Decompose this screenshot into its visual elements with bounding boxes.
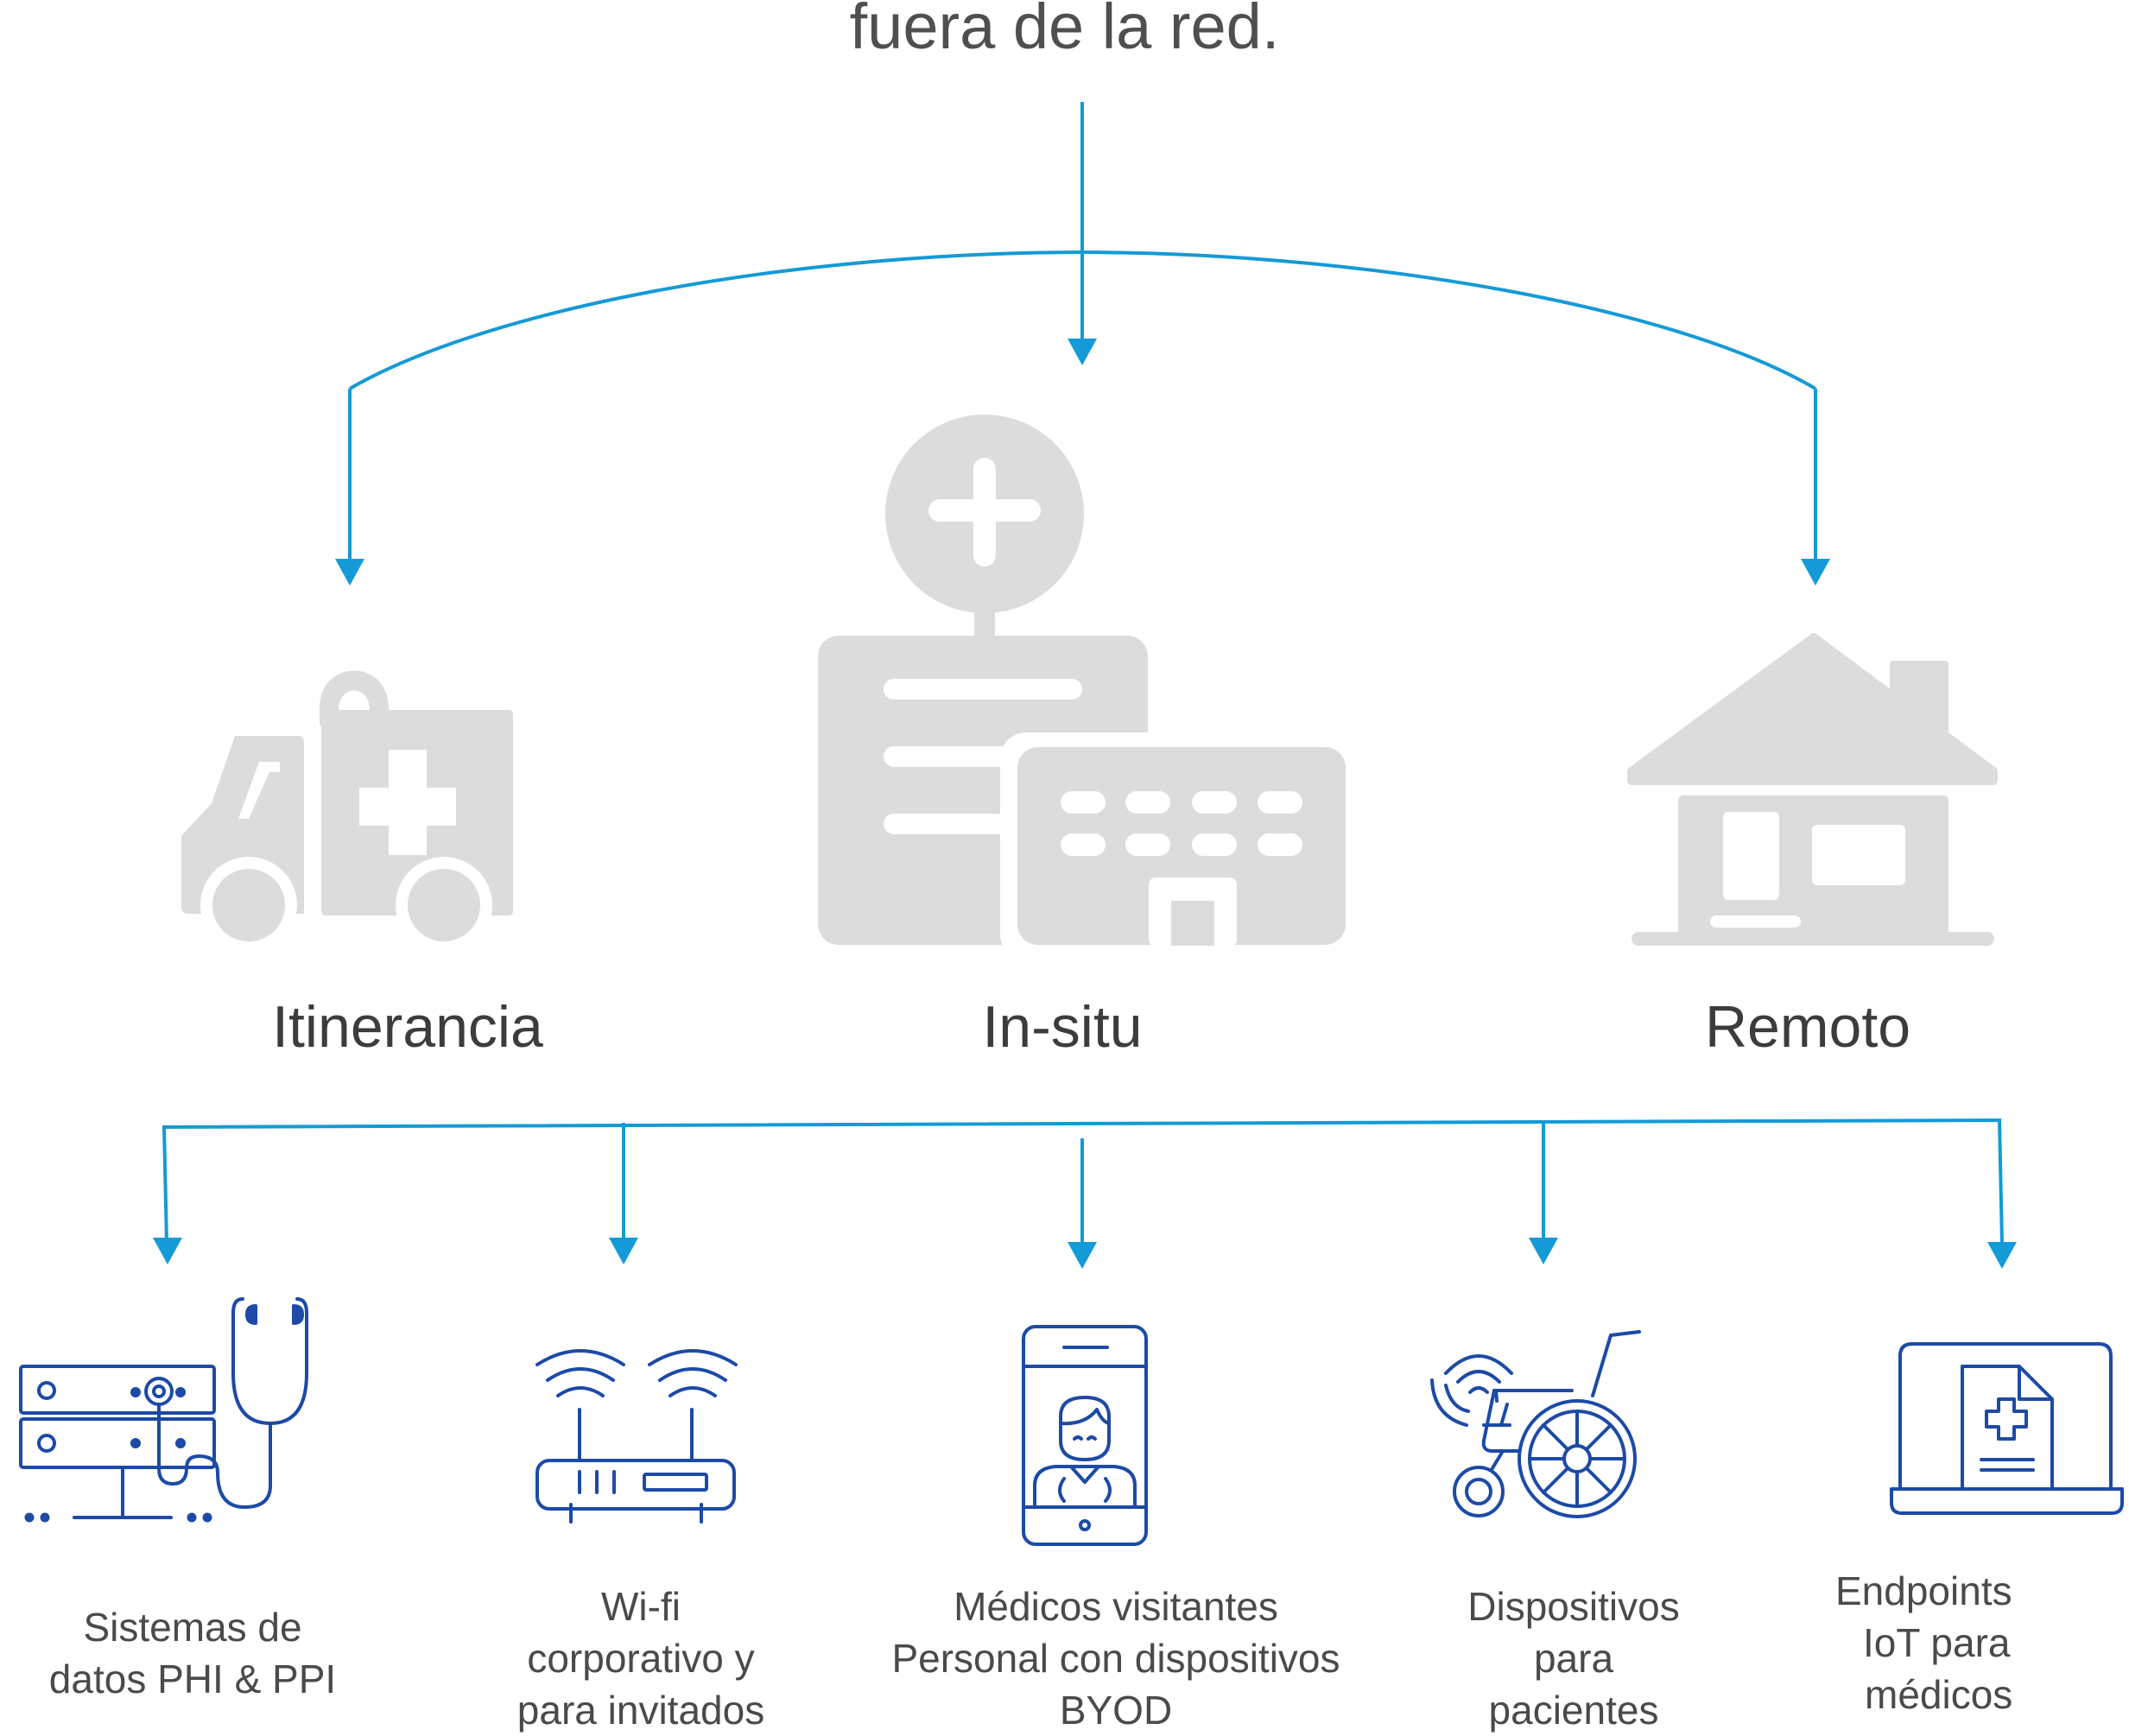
hospital-building-icon <box>818 415 1365 960</box>
category-label-line: BYOD <box>1059 1688 1173 1733</box>
category-label-line: médicos <box>1865 1672 2013 1717</box>
arrowhead-remoto <box>1801 559 1830 586</box>
category-label-wifi: Wi-fi corporativo y para invitados <box>416 1581 865 1736</box>
category-label-line: Médicos visitantes <box>954 1584 1278 1629</box>
category-bus <box>162 1118 2004 1245</box>
wheelchair-signal-icon <box>1430 1330 1641 1518</box>
top-arrowheads <box>335 339 1830 586</box>
location-label-insitu: In-situ <box>982 994 1143 1060</box>
category-label-line: Sistemas de <box>83 1605 302 1650</box>
category-label-sistemas: Sistemas de datos PHI & PPI <box>0 1601 417 1705</box>
category-label-dispositivos: Dispositivos para pacientes <box>1349 1581 1798 1736</box>
arrowhead-wifi <box>609 1238 638 1264</box>
smartphone-doctor-icon <box>1022 1325 1148 1546</box>
diagram-headline: fuera de la red. <box>849 0 1280 62</box>
arrowhead-itinerancia <box>335 559 364 586</box>
top-connectors <box>348 102 1817 561</box>
arrowhead-insitu <box>1068 339 1097 365</box>
house-icon <box>1627 633 1998 946</box>
location-arc <box>348 250 1817 390</box>
laptop-medical-record-icon <box>1890 1342 2124 1515</box>
category-label-line: Dispositivos <box>1467 1584 1680 1629</box>
category-label-medicos: Médicos visitantes Personal con disposit… <box>891 1581 1340 1736</box>
category-label-line: Wi-fi <box>601 1584 681 1629</box>
category-label-line: pacientes <box>1488 1688 1659 1733</box>
arrowhead-phone <box>1068 1242 1097 1269</box>
location-label-remoto: Remoto <box>1704 994 1911 1060</box>
wifi-router-icon <box>535 1349 738 1524</box>
ambulance-icon <box>181 670 513 954</box>
arrowhead-endpoints <box>1987 1242 2017 1269</box>
category-label-line: Personal con dispositivos <box>891 1636 1340 1681</box>
arrowhead-wheelchair <box>1529 1238 1558 1264</box>
category-label-line: datos PHI & PPI <box>48 1657 337 1701</box>
arrowhead-sistemas <box>153 1238 182 1264</box>
server-stethoscope-icon <box>19 1297 308 1523</box>
category-label-line: corporativo y <box>527 1636 755 1681</box>
category-label-line: Endpoints <box>1835 1568 2012 1613</box>
category-label-line: para invitados <box>516 1688 765 1733</box>
bottom-arrowheads <box>153 1238 2017 1269</box>
location-label-itinerancia: Itinerancia <box>272 994 543 1060</box>
category-label-line: IoT para <box>1863 1620 2011 1665</box>
category-label-endpoints: Endpoints IoT para médicos <box>1809 1565 2129 1720</box>
bottom-connectors <box>162 1118 2004 1245</box>
category-label-line: para <box>1533 1636 1614 1681</box>
